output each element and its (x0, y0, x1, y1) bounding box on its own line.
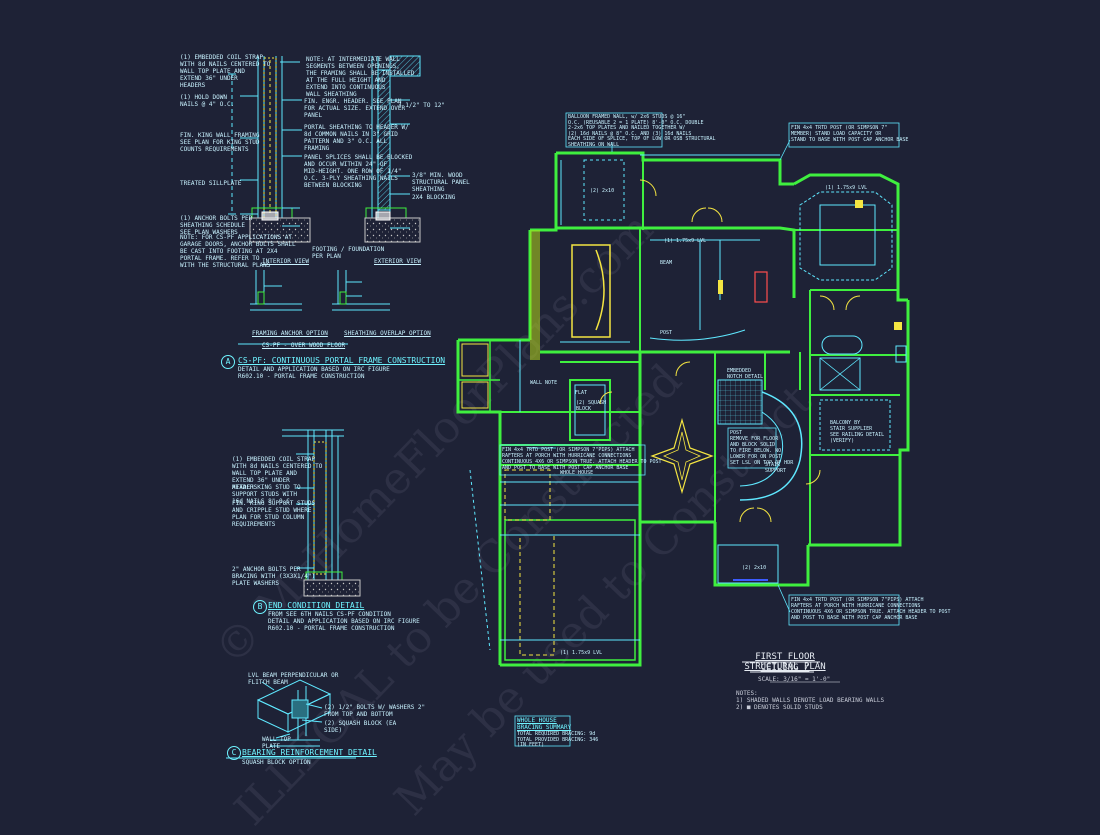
detail-a-note-king: FIN. KING WALL FRAMING SEE PLAN FOR KING… (180, 132, 260, 153)
detail-a-floor-note: CS-PF - OVER WOOD FLOOR (262, 342, 346, 349)
plan-note-2: 2) ■ DENOTES SOLID STUDS (736, 704, 823, 711)
detail-a-subtitle: DETAIL AND APPLICATION BASED ON IRC FIGU… (238, 366, 390, 380)
detail-a-overlap-label: SHEATHING OVERLAP OPTION (344, 330, 431, 337)
detail-b-note-anchor: 2" ANCHOR BOLTS PER BRACING WITH (3X3X1/… (232, 566, 316, 587)
detail-a-interior-label: INTERIOR VIEW (262, 258, 309, 265)
detail-a-note-alt: NOTE: FOR CS-PF APPLICATIONS AT GARAGE D… (180, 234, 296, 269)
callout-flat: FLAT (575, 390, 588, 396)
detail-c-subtitle: SQUASH BLOCK OPTION (242, 759, 311, 766)
callout-balloon-wall: BALLOON FRAMED WALL, w/ 2x6 STUDS @ 16" … (568, 114, 716, 148)
detail-a-option-sketches (238, 270, 390, 345)
detail-a-note-flat: 3 1/2" TO 12" (398, 102, 445, 109)
detail-a-note-panel: PANEL SPLICES SHALL BE BLOCKED AND OCCUR… (304, 154, 413, 189)
detail-a-note-anchor: (1) ANCHOR BOLTS PER SHEATHING SCHEDULE … (180, 215, 253, 236)
callout-embedded-notch: EMBEDDED NOTCH DETAIL (727, 368, 764, 380)
detail-c-marker: C (227, 746, 241, 760)
detail-a-note-blk: 2X4 BLOCKING (412, 194, 456, 201)
callout-lvl-3: (1) 1.75x9 LVL (825, 185, 868, 191)
detail-a-note-sheath: PORTAL SHEATHING TO HEADER W/ 8d COMMON … (304, 124, 409, 152)
bracing-summary-body: TOTAL REQUIRED BRACING: 9d TOTAL PROVIDE… (517, 731, 599, 748)
detail-c-note-lvl: LVL BEAM PERPENDICULAR OR FLITCH BEAM (248, 672, 339, 686)
detail-b-note-nails: ATTACH KING STUD TO SUPPORT STUDS WITH 1… (232, 484, 301, 505)
detail-b-end-condition (282, 429, 361, 597)
callout-header-1: (2) 2x10 (590, 188, 615, 194)
detail-a-marker: A (221, 355, 235, 369)
detail-a-note-treated: TREATED SILLPLATE (180, 180, 242, 187)
callout-post-mid: FIN 4x4 TRTD POST (OR SIMPSON 7"PIPS) AT… (502, 447, 662, 471)
detail-a-framing-anchor-label: FRAMING ANCHOR OPTION (252, 330, 328, 337)
callout-lvl-2: (1) 1.75x9 LVL (560, 650, 603, 656)
callout-squash-block: (2) SQUASH BLOCK (576, 400, 607, 412)
callout-balcony: BALCONY BY STAIR SUPPLIER SEE RAILING DE… (830, 420, 885, 444)
detail-a-note-hold: (1) HOLD DOWN NAILS @ 4" O.C. (180, 94, 235, 108)
detail-a-note-header: FIN. ENGR. HEADER. SEE PLAN FOR ACTUAL S… (304, 98, 406, 119)
detail-b-note-king: FIN. KING SUPPORT STUDS AND CRIPPLE STUD… (232, 500, 316, 528)
detail-a-note-footing: FOOTING / FOUNDATION PER PLAN (312, 246, 385, 260)
plan-title-line-1: FIRST FLOOR CEILING / (755, 652, 815, 673)
plan-title-line-2: STRUCTURAL PLAN (744, 662, 826, 672)
bracing-summary-title: WHOLE HOUSE BRACING SUMMARY (517, 717, 572, 731)
callout-post-2: POST (660, 330, 673, 336)
callout-header-2: (2) 2x10 (742, 565, 767, 571)
callout-whole-house: WHOLE HOUSE (560, 470, 594, 476)
detail-b-note-strap: (1) EMBEDDED COIL STRAP WITH 8d NAILS CE… (232, 456, 323, 491)
plan-scale: SCALE: 3/16" = 1'-0" (758, 676, 831, 683)
plan-notes-label: NOTES: (736, 690, 758, 697)
detail-a-note-strap: (1) EMBEDDED COIL STRAP WITH 8d NAILS CE… (180, 54, 271, 89)
plan-note-1: 1) SHADED WALLS DENOTE LOAD BEARING WALL… (736, 697, 885, 704)
callout-beam: BEAM (660, 260, 673, 266)
detail-a-note-min: 3/8" MIN. WOOD STRUCTURAL PANEL SHEATHIN… (412, 172, 470, 193)
detail-a-title: CS-PF: CONTINUOUS PORTAL FRAME CONSTRUCT… (238, 356, 446, 365)
callout-lvl-1: (1) 1.75x9 LVL (664, 238, 707, 244)
detail-c-note-bolts: (2) 1/2" BOLTS W/ WASHERS 2" FROM TOP AN… (324, 704, 426, 718)
callout-post-top-right: FIN 4x4 TRTD POST (OR SIMPSON 7" MEMBER)… (791, 125, 909, 143)
detail-a-note-top: NOTE: AT INTERMEDIATE WALL SEGMENTS BETW… (306, 56, 415, 98)
detail-b-title: END CONDITION DETAIL (268, 601, 365, 610)
detail-c-title: BEARING REINFORCEMENT DETAIL (242, 748, 377, 757)
detail-a-interior-view (228, 56, 311, 243)
callout-post-remove: POST REMOVE FOR FLOOR AND BLOCK SOLID TO… (730, 430, 794, 466)
detail-c-bearing-reinforcement (226, 679, 356, 759)
detail-a-exterior-view (364, 55, 421, 243)
callout-post-bottom-right: FIN 4x4 TRTD POST (OR SIMPSON 7"PIPS) AT… (791, 597, 951, 621)
callout-boxes (499, 112, 900, 747)
detail-b-marker: B (253, 600, 267, 614)
callout-stair-support: STAIR SUPPORT (765, 462, 787, 474)
detail-a-exterior-label: EXTERIOR VIEW (374, 258, 421, 265)
detail-c-note-plate: WALL TOP PLATE (262, 736, 291, 750)
detail-b-subtitle: FROM SEE 6TH NAILS CS-PF CONDITION DETAI… (268, 611, 420, 632)
detail-c-note-squash: (2) SQUASH BLOCK (EA SIDE) (324, 720, 397, 734)
callout-wall-note: WALL NOTE (530, 380, 558, 386)
